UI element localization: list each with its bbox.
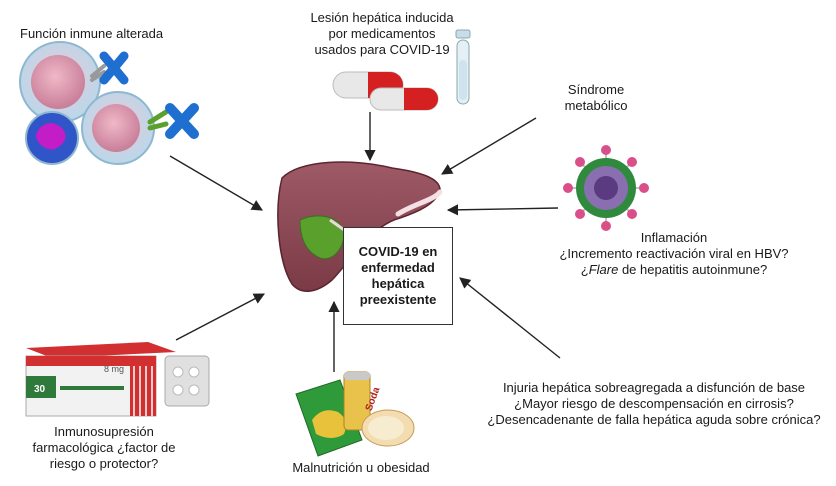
center-line: preexistente: [359, 292, 437, 307]
arrow-inflammation: [446, 204, 559, 216]
vial-icon: [455, 29, 471, 105]
arrow-metabolic: [441, 117, 537, 175]
label-inflammation: Inflamación ¿Incremento reactivación vir…: [559, 230, 789, 277]
arrows: [169, 112, 561, 372]
label-malnutrition: Malnutrición u obesidad: [292, 460, 430, 475]
label-immune: Función inmune alterada: [20, 26, 164, 41]
virus-icon: [563, 145, 649, 231]
pill-box-count: 30: [34, 384, 46, 395]
pill-box-icon: [25, 342, 210, 417]
label-metabolic: Síndrome metabólico: [564, 82, 628, 113]
pills-icon: [332, 71, 439, 111]
arrow-injury: [459, 277, 561, 359]
immune-cells-icon: [19, 41, 199, 165]
label-immunosuppression: Inmunosupresión farmacológica ¿factor de…: [32, 424, 176, 471]
cross-icon: [165, 103, 199, 139]
center-line: COVID-19 en: [358, 244, 438, 259]
junk-food-icon: [295, 371, 415, 457]
label-drug-injury: Lesión hepática inducida por medicamento…: [310, 10, 454, 57]
center-concept-box: COVID-19 en enfermedad hepática preexist…: [343, 227, 453, 325]
pill-box-dose: 8 mg: [104, 364, 124, 374]
label-injury: Injuria hepática sobreagregada a disfunc…: [487, 380, 821, 427]
arrow-immunosuppression: [175, 293, 265, 341]
center-line: enfermedad: [361, 260, 435, 275]
arrow-immune: [169, 155, 263, 211]
liver-icon: [277, 161, 443, 292]
center-line: hepática: [371, 276, 425, 291]
cross-icon: [99, 51, 129, 85]
